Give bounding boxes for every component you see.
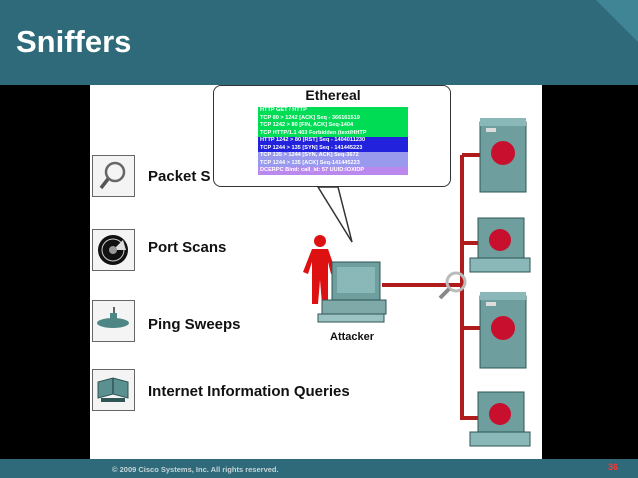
list-item-packet-sniffing: Packet S	[148, 168, 211, 185]
server-3	[479, 292, 527, 369]
packet-sniffing-icon-box	[92, 155, 135, 197]
attacker-label: Attacker	[330, 331, 375, 343]
server-4	[469, 391, 531, 447]
open-book-icon	[97, 377, 129, 402]
copyright-text: © 2009 Cisco Systems, Inc. All rights re…	[112, 465, 279, 474]
network-lines	[382, 153, 486, 420]
server-2-dot	[489, 229, 511, 251]
packet-capture-list: HTTP GET / HTTP TCP 80 > 1242 [ACK] Seq …	[258, 107, 408, 175]
page-number: 36	[608, 462, 619, 472]
server-1	[479, 118, 527, 193]
packet-row: HTTP GET / HTTP	[258, 107, 408, 115]
server-1-dot	[491, 141, 515, 165]
packet-row: DCERPC Bind: call_id: 57 UUID:IOXIDP	[258, 167, 408, 175]
internet-queries-icon-box	[92, 369, 135, 411]
packet-row: TCP HTTP/1.1 403 Forbidden (text/HHTP	[258, 129, 408, 137]
packet-row: TCP 1242 > 80 [FIN, ACK] Seq-1404	[258, 122, 408, 130]
server-4-dot	[489, 403, 511, 425]
list-item-ping-sweeps: Ping Sweeps	[148, 316, 241, 333]
callout-title: Ethereal	[305, 87, 361, 103]
magnifier-icon	[99, 161, 126, 190]
radar-icon	[98, 235, 128, 265]
slide-title: Sniffers	[16, 24, 132, 59]
port-scans-icon-box	[92, 229, 135, 271]
list-item-internet-queries: Internet Information Queries	[148, 383, 350, 400]
packet-row: HTTP 1242 > 80 [RST] Seq - 1404011230	[258, 137, 408, 145]
ping-sweeps-icon-box	[92, 300, 135, 342]
attacker-person-icon	[303, 235, 336, 304]
packet-row: TCP 1244 > 135 [SYN] Seq - 141445223	[258, 144, 408, 152]
header-bar	[0, 0, 638, 85]
packet-row: TCP 1244 > 135 [ACK] Seq-141445223	[258, 159, 408, 167]
list-item-port-scans: Port Scans	[148, 239, 227, 256]
server-3-dot	[491, 316, 515, 340]
server-2	[469, 217, 531, 273]
packet-row: TCP 135 > 1244 [SYN, ACK] Seq-3672	[258, 152, 408, 160]
attacker-computer-icon	[317, 261, 387, 323]
submarine-icon	[97, 307, 129, 328]
ethereal-callout: Ethereal HTTP GET / HTTP TCP 80 > 1242 […	[213, 85, 451, 187]
packet-row: TCP 80 > 1242 [ACK] Seq - 366161519	[258, 114, 408, 122]
footer-bar	[0, 459, 638, 478]
header-corner-accent	[596, 0, 638, 42]
callout-tail	[316, 186, 353, 243]
sniffer-magnifier-icon	[438, 271, 467, 300]
